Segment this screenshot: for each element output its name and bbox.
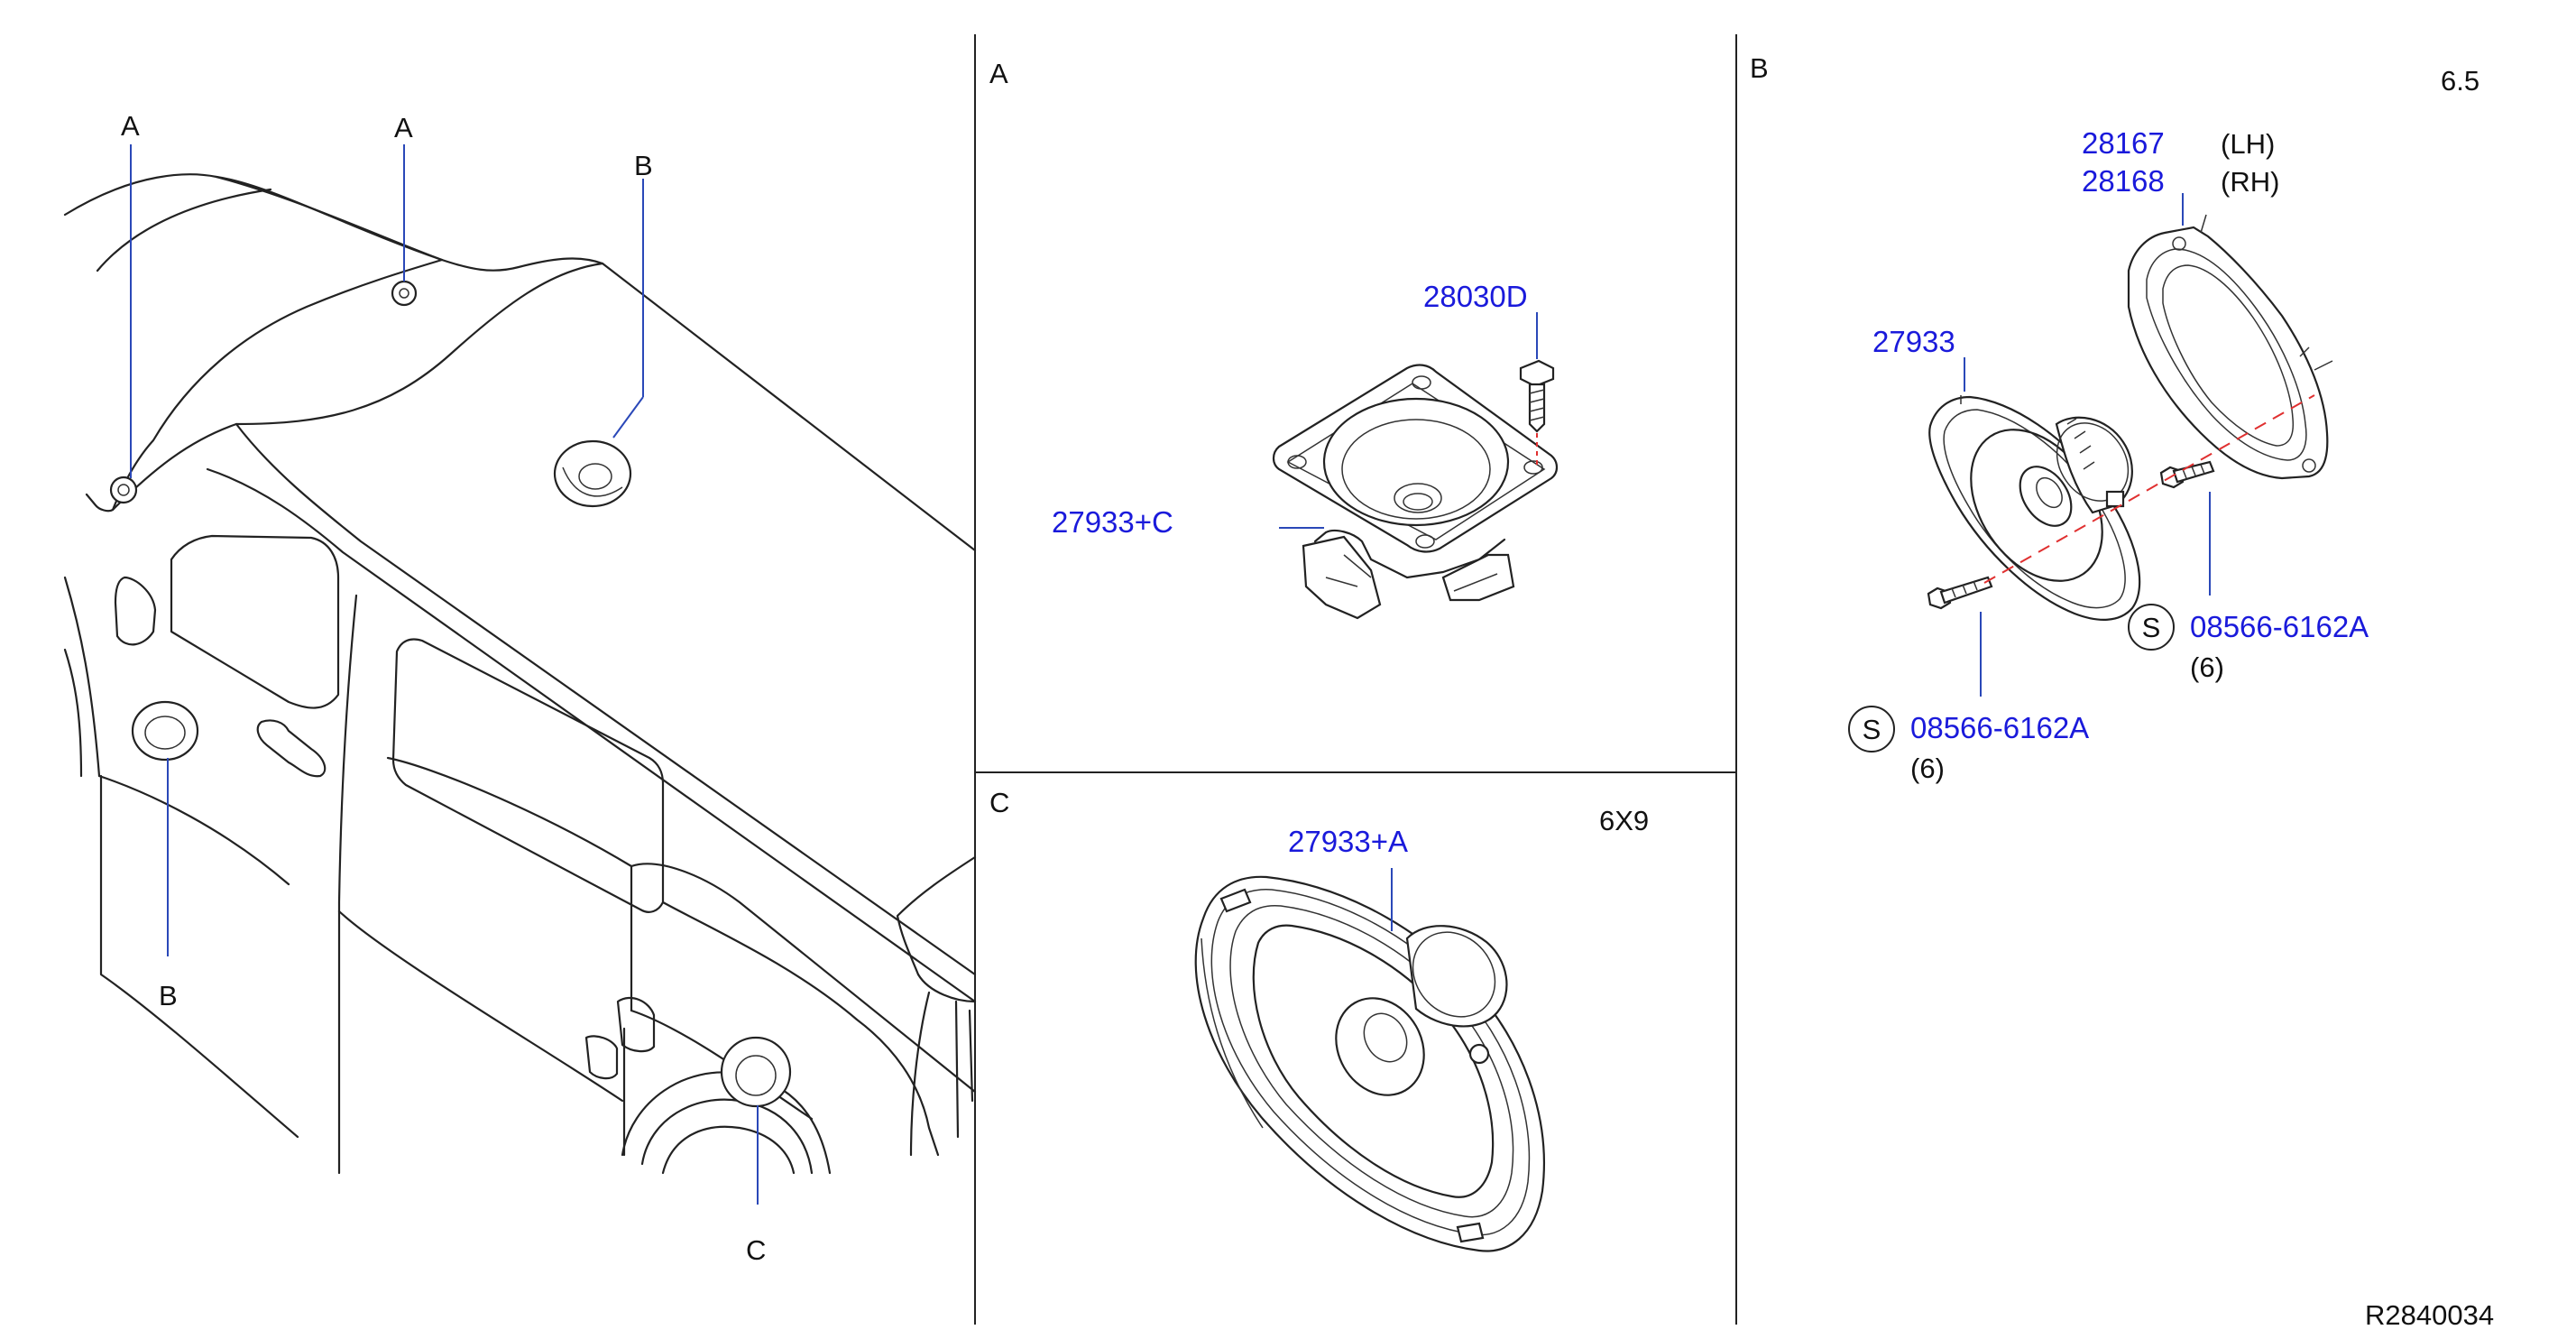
callout-c-rear: C: [746, 1234, 766, 1266]
part-27933c-label: 27933+C: [1052, 505, 1173, 539]
part-28168-label: 28168: [2082, 164, 2165, 198]
oval-6x9-speaker: [1194, 875, 1545, 1252]
screw-lower: [1927, 576, 1993, 610]
svg-text:S: S: [2142, 612, 2161, 643]
standard-part-symbol: [2128, 604, 2175, 651]
standard-part-symbol: [1848, 706, 1895, 753]
vehicle-overview: [63, 173, 977, 1175]
part-27933a-label: 27933+A: [1288, 825, 1408, 858]
callout-b-roof: B: [634, 150, 653, 181]
panel-b: B 6.5: [1750, 52, 2479, 784]
bolt-callout-lower: S 08566-6162A (6): [1848, 706, 2089, 784]
panel-b-title: B: [1750, 52, 1769, 84]
part-08566-6162a-upper-qty: (6): [2190, 651, 2224, 683]
panel-frames: [974, 34, 1737, 1325]
part-08566-6162a-lower-label: 08566-6162A: [1910, 711, 2089, 744]
speaker-bracket: [2127, 214, 2333, 480]
overview-callouts: A A B B C: [121, 110, 766, 1266]
callout-a-right: A: [394, 112, 413, 143]
part-28167-label: 28167: [2082, 126, 2165, 160]
part-28167-side: (LH): [2221, 128, 2275, 160]
diagram-ref-code: R2840034: [2365, 1299, 2494, 1331]
coax-speaker: [1928, 395, 2141, 621]
screw-upper: [2159, 460, 2215, 489]
panel-a-title: A: [989, 58, 1008, 89]
callout-b-door: B: [159, 980, 178, 1011]
part-08566-6162a-lower-qty: (6): [1910, 753, 1945, 784]
screw-28030d: [1519, 359, 1555, 467]
part-28030d-label: 28030D: [1423, 280, 1528, 313]
tweeter-speaker: [1272, 364, 1559, 620]
bolt-callout-upper: S 08566-6162A (6): [2128, 604, 2369, 683]
part-28168-side: (RH): [2221, 166, 2279, 198]
panel-c-title: C: [989, 787, 1009, 818]
svg-text:S: S: [1863, 714, 1881, 745]
part-08566-6162a-upper-label: 08566-6162A: [2190, 610, 2369, 643]
panel-b-size-note: 6.5: [2441, 65, 2479, 97]
panel-c: C 6X9 27933+A: [989, 787, 1649, 1252]
panel-c-size-note: 6X9: [1599, 805, 1649, 836]
callout-a-left: A: [121, 110, 140, 142]
part-27933-label: 27933: [1872, 325, 1955, 358]
panel-a: A 2803: [989, 58, 1559, 620]
